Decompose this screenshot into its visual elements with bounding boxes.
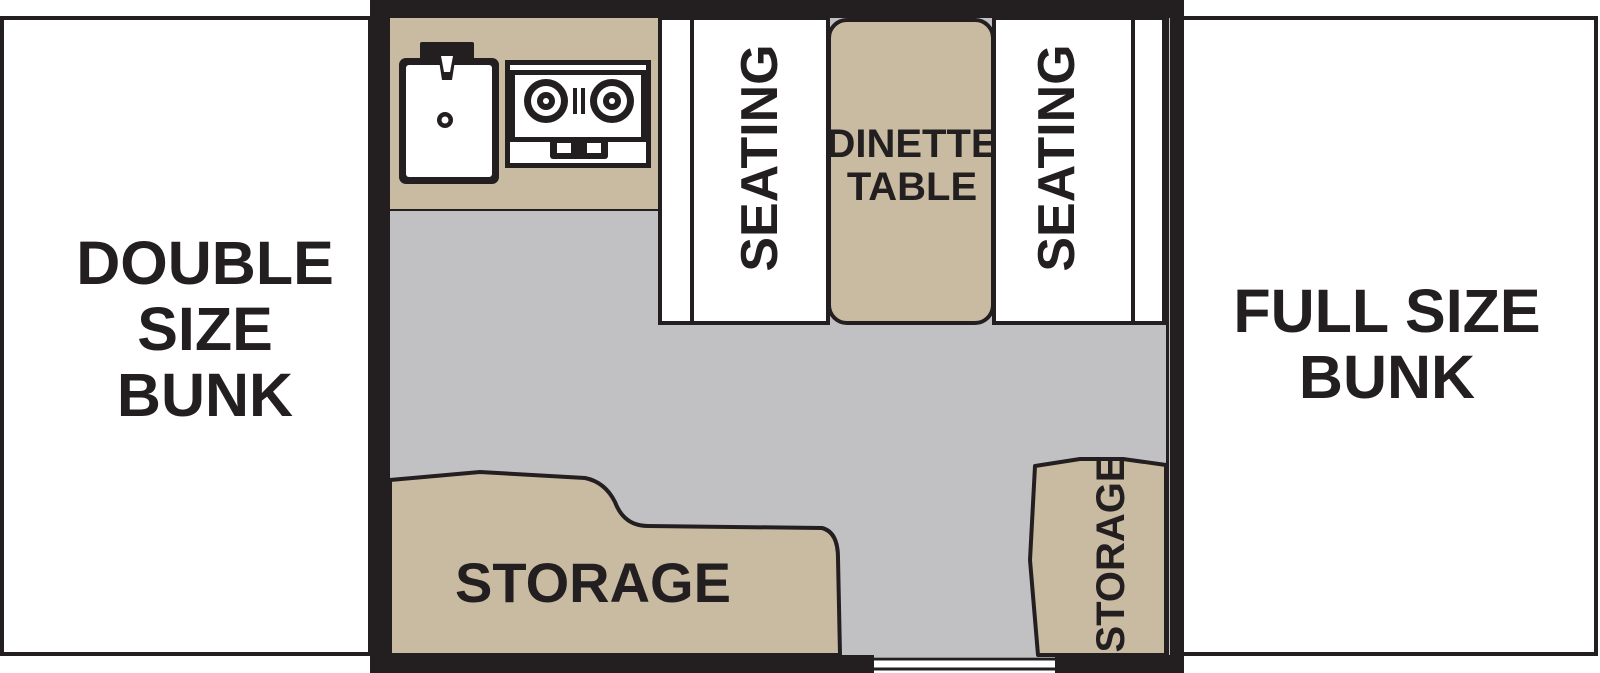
- bottom-wall-left: [370, 655, 874, 673]
- sink-icon: [399, 42, 499, 184]
- entry-door[interactable]: [874, 657, 1055, 671]
- wall-inner-line-left: [387, 18, 390, 655]
- seating-right-label: SEATING: [1028, 44, 1086, 271]
- storage-side-label: STORAGE: [1089, 455, 1133, 652]
- left-bunk: [0, 16, 372, 656]
- right-bunk: [1176, 16, 1598, 656]
- storage-side: [1028, 457, 1168, 657]
- right-bunk-label-line-1: FULL SIZE: [1233, 277, 1540, 345]
- bottom-wall-right: [1055, 655, 1184, 673]
- stove-icon: [505, 60, 651, 168]
- right-bunk-label-line-2: BUNK: [1299, 343, 1475, 411]
- seating-left: [658, 16, 830, 325]
- seating-left-label: SEATING: [731, 44, 789, 271]
- storage-main: [388, 470, 842, 657]
- dinette-label-line-1: DINETTE: [826, 122, 997, 166]
- top-wall: [370, 0, 1184, 18]
- left-wall: [370, 0, 387, 673]
- left-bunk-label-line-3: BUNK: [117, 361, 293, 429]
- right-wall: [1170, 0, 1184, 673]
- dinette-label-line-2: TABLE: [847, 165, 977, 209]
- left-bunk-label-line-1: DOUBLE: [76, 229, 334, 297]
- storage-main-label: STORAGE: [455, 551, 731, 614]
- seating-right: [992, 16, 1166, 325]
- wall-inner-line-right: [1166, 18, 1169, 655]
- left-bunk-label-line-2: SIZE: [137, 295, 273, 363]
